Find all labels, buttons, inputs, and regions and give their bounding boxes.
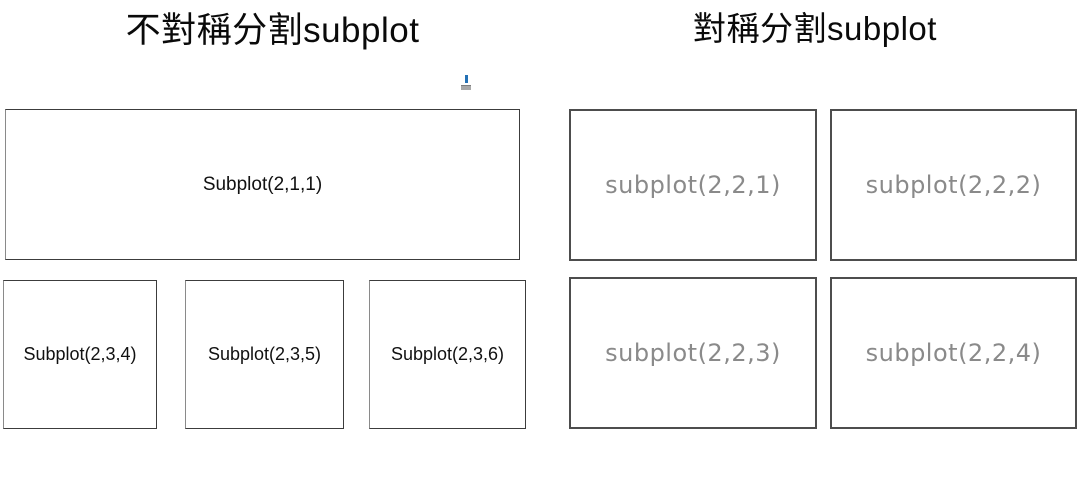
subplot-box-label: Subplot(2,3,6) xyxy=(390,344,505,364)
subplot-box-2-1-1: Subplot(2,1,1) xyxy=(5,109,520,260)
subplot-box-label: Subplot(2,1,1) xyxy=(202,173,323,195)
cursor-base xyxy=(461,85,471,90)
subplot-box-label: subplot(2,2,1) xyxy=(605,171,781,199)
symmetric-panel-title: 對稱分割subplot xyxy=(693,10,937,47)
subplot-box-label: subplot(2,2,3) xyxy=(605,339,781,367)
subplot-box-2-3-4: Subplot(2,3,4) xyxy=(3,280,157,429)
subplot-box-2-2-2: subplot(2,2,2) xyxy=(830,109,1077,261)
subplot-box-2-3-5: Subplot(2,3,5) xyxy=(185,280,344,429)
subplot-box-label: subplot(2,2,2) xyxy=(865,171,1042,199)
subplot-box-2-2-3: subplot(2,2,3) xyxy=(569,277,817,429)
subplot-box-label: Subplot(2,3,5) xyxy=(207,344,322,364)
subplot-box-2-2-4: subplot(2,2,4) xyxy=(830,277,1077,429)
subplot-box-2-2-1: subplot(2,2,1) xyxy=(569,109,817,261)
asymmetric-panel-title: 不對稱分割subplot xyxy=(125,11,420,50)
cursor-bar xyxy=(465,75,468,83)
subplot-box-2-3-6: Subplot(2,3,6) xyxy=(369,280,526,429)
text-cursor-artifact-icon xyxy=(461,75,472,90)
subplot-box-label: Subplot(2,3,4) xyxy=(23,344,137,364)
subplot-box-label: subplot(2,2,4) xyxy=(865,339,1042,367)
